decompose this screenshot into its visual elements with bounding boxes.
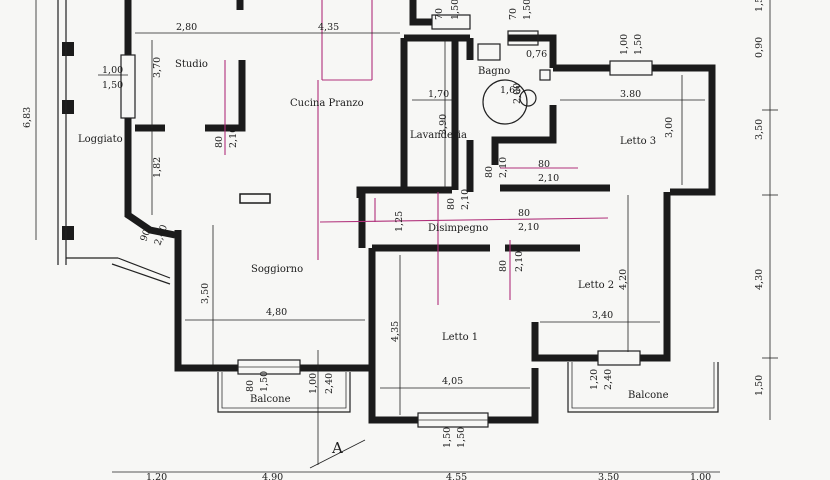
dim-label: 1,00 [690,472,711,480]
dim-label: 70 [434,8,445,20]
dim-label: 3,70 [152,57,163,78]
dim-label: 2,40 [603,369,614,390]
exterior-walls [124,0,716,424]
dim-label: 1,70 [428,89,449,100]
dim-label: 2,10 [228,127,239,148]
dim-label: 0,76 [526,49,547,60]
dim-label: 1,00 [619,34,630,55]
dim-label: 90 [138,228,152,243]
dim-label: 70 [508,8,519,20]
dim-label: 1,50 [259,371,270,392]
room-studio: Studio [175,59,208,70]
dim-label: 80 [214,136,225,148]
room-lavanderia: Lavanderia [410,130,467,141]
dim-label: 4,80 [266,307,287,318]
dim-label: 1,65 [500,85,521,96]
dim-label: 1,25 [394,211,405,232]
dim-label: 1,50 [754,0,765,12]
dim-label: 0,90 [754,37,765,58]
dim-label: 4,90 [262,472,283,480]
dimension-labels: 2,80 4,35 3,70 1,00 1,50 6,83 80 2,10 1,… [22,0,765,480]
dim-label: 2,10 [460,189,471,210]
dim-label: 3,40 [592,310,613,321]
room-balcone-left: Balcone [250,394,291,405]
dim-label: 80 [538,159,550,170]
dim-label: 6,83 [22,107,33,128]
dim-label: 4,55 [446,472,467,480]
windows [57,0,719,428]
dim-label: 2,40 [324,373,335,394]
dimension-lines [35,0,778,473]
dim-label: 80 [518,208,530,219]
dim-label: 2,10 [498,157,509,178]
room-letto3: Letto 3 [620,136,656,147]
dim-label: 4,35 [318,22,339,33]
dim-label: 3,90 [438,114,449,135]
dim-label: 1,50 [522,0,533,20]
dim-label: 80 [446,198,457,210]
bathroom-fixtures [239,43,551,204]
dim-label: 1,82 [152,157,163,178]
room-soggiorno: Soggiorno [251,264,303,275]
dim-label: 1,50 [102,80,123,91]
dim-label: 1,00 [102,65,123,76]
room-disimpegno: Disimpegno [428,223,488,234]
room-loggiato: Loggiato [78,134,123,145]
dim-label: 1,50 [754,375,765,396]
section-mark: A [331,439,343,457]
door-lines [224,0,609,305]
room-labels: Studio Cucina Pranzo Loggiato Soggiorno … [78,59,669,457]
dim-label: 1,20 [589,369,600,390]
room-letto1: Letto 1 [442,332,478,343]
dim-label: 3,50 [754,119,765,140]
dim-label: 1,00 [308,373,319,394]
dim-label: 80 [484,166,495,178]
dim-label: 1,20 [146,472,167,480]
dim-label: 4,05 [442,376,463,387]
dim-label: 3,50 [200,283,211,304]
dim-label: 2,00 [512,83,523,104]
dim-label: 3,50 [598,472,619,480]
dim-label: 3.80 [620,89,641,100]
dim-label: 4,30 [754,269,765,290]
dim-label: 1,50 [450,0,461,20]
room-bagno: Bagno [478,66,510,77]
dim-label: 2,80 [176,22,197,33]
room-balcone-right: Balcone [628,390,669,401]
dim-label: 1,50 [442,427,453,448]
room-letto2: Letto 2 [578,280,614,291]
dim-label: 2,10 [518,222,539,233]
dim-label: 2,10 [538,173,559,184]
dim-label: 1,50 [633,34,644,55]
dim-label: 4,35 [390,321,401,342]
dim-label: 2,10 [514,251,525,272]
dim-label: 80 [245,380,256,392]
dim-label: 4,20 [618,269,629,290]
dim-label: 3,00 [664,117,675,138]
room-cucina: Cucina Pranzo [290,98,364,109]
dim-label: 1,50 [456,427,467,448]
dim-label: 80 [498,260,509,272]
